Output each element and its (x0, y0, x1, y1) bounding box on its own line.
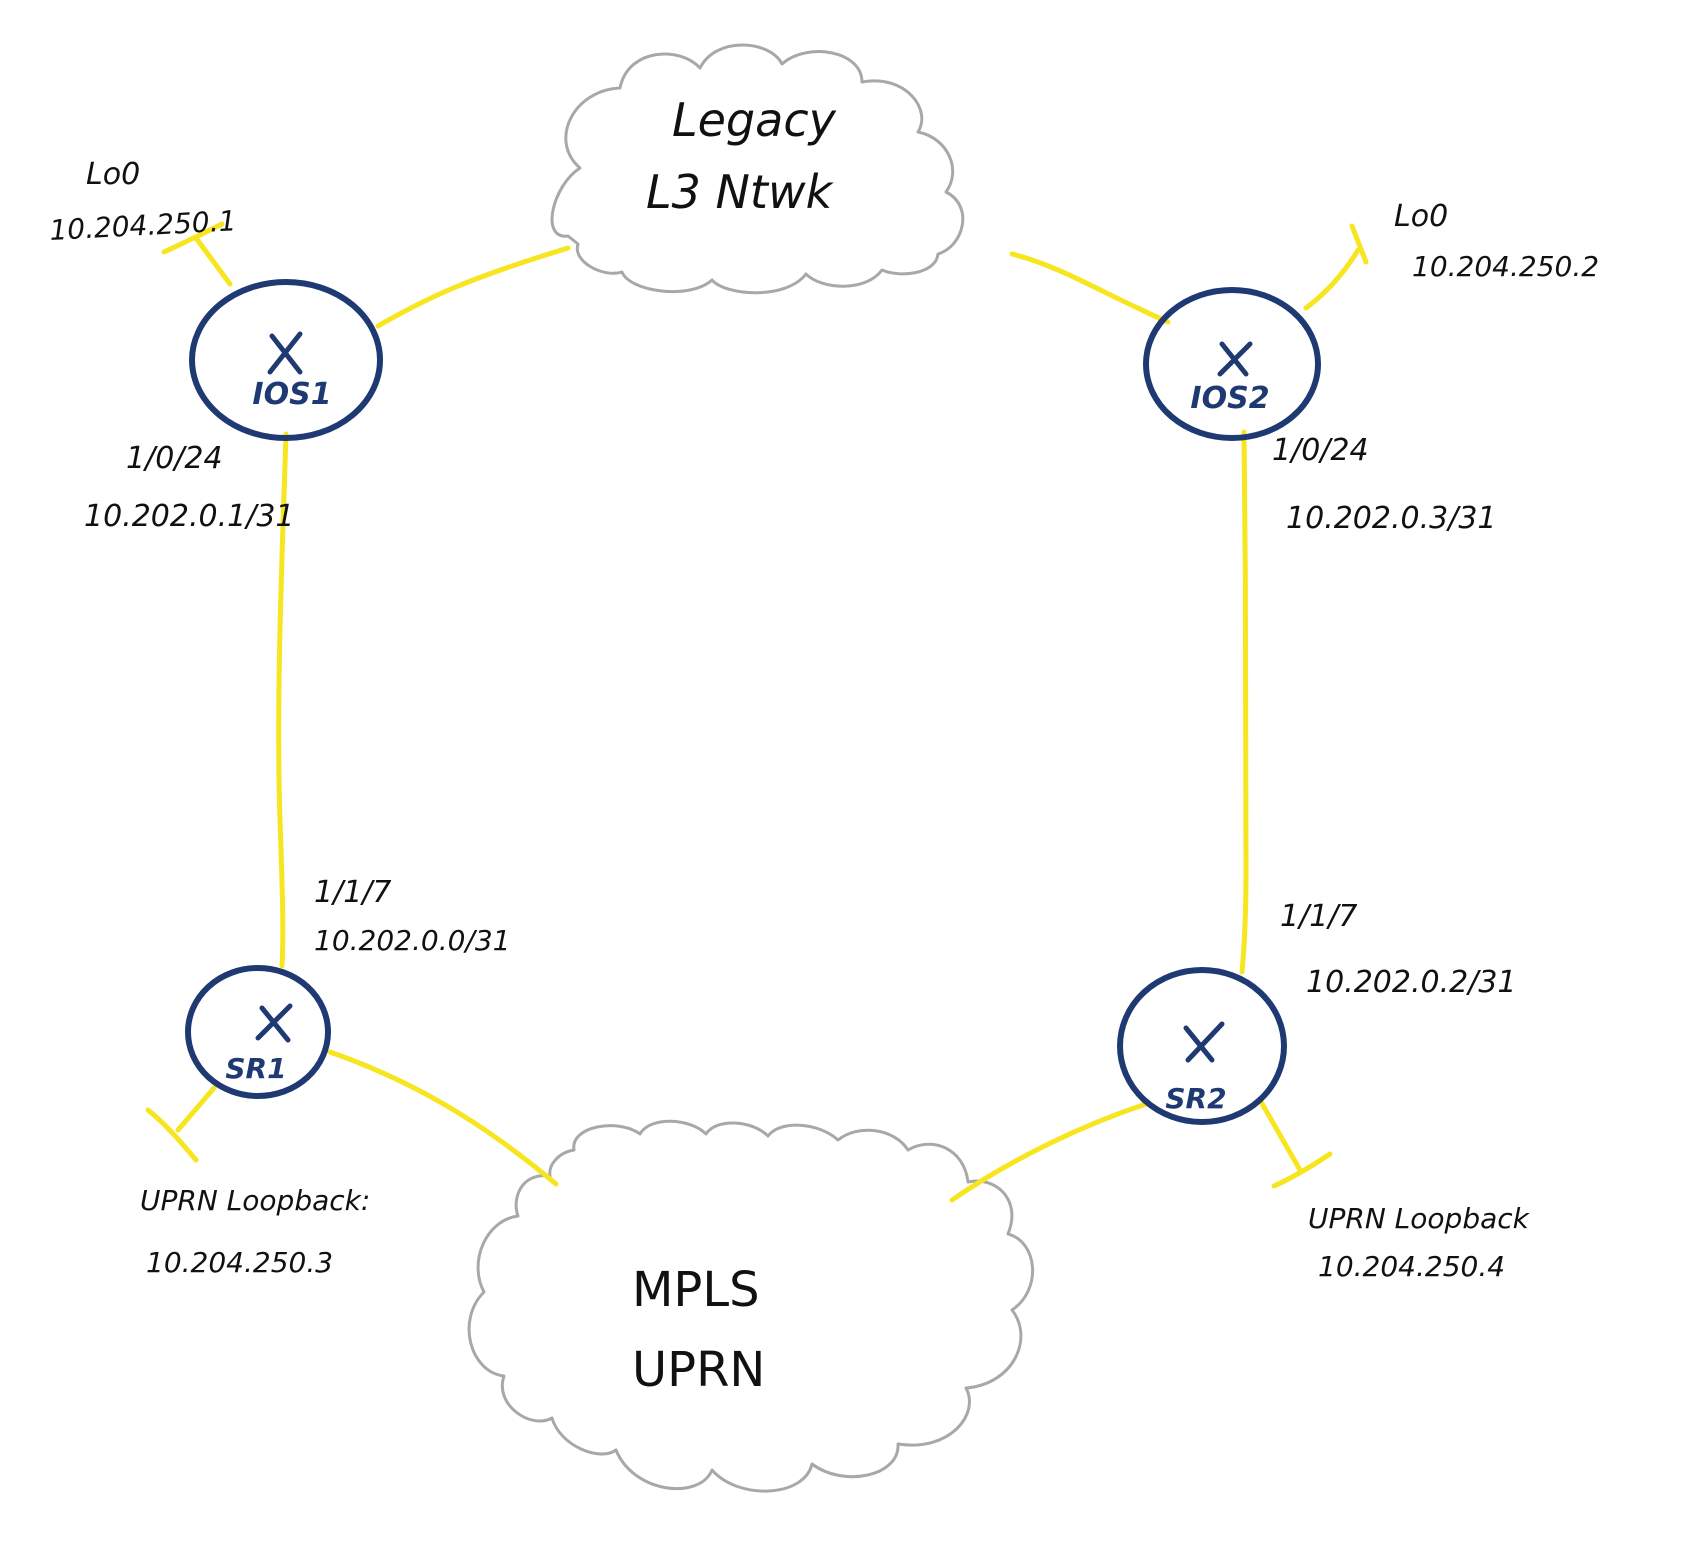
loopback-stub-sr1 (175, 1085, 217, 1133)
link-ios1-legacy (375, 245, 571, 329)
loopback-stub-ios2 (1303, 247, 1361, 311)
router-ios1[interactable]: IOS1 (189, 279, 383, 441)
interface-ios1-port: 1/0/24 (126, 441, 223, 476)
interface-ios2-ip: 10.202.0.3/31 (1286, 501, 1497, 536)
mpls-cloud (467, 1119, 1035, 1493)
router-sr1-name: SR1 (225, 1052, 286, 1085)
router-sr1[interactable]: SR1 (185, 965, 331, 1099)
loopback-bar-sr2 (1271, 1151, 1333, 1189)
loopback-bar-ios2 (1349, 223, 1369, 265)
links (145, 221, 1369, 1203)
x-mark-icon (255, 1003, 293, 1043)
loopback-stub-sr2 (1257, 1097, 1303, 1173)
router-ios1-name: IOS1 (252, 377, 331, 412)
x-mark-icon (1217, 341, 1253, 377)
loopback-sr2-ip: 10.204.250.4 (1318, 1250, 1505, 1283)
link-ios1-sr1 (276, 431, 289, 969)
x-mark-icon (267, 331, 303, 375)
loopback-ios2-label: Lo0 (1394, 199, 1448, 234)
loopback-ios2-ip: 10.204.250.2 (1412, 250, 1599, 283)
loopback-bar-ios1 (161, 221, 225, 255)
router-ios2[interactable]: IOS2 (1143, 287, 1321, 441)
loopback-sr1-ip: 10.204.250.3 (146, 1246, 333, 1279)
link-ios2-sr2 (1239, 429, 1249, 975)
legacy-cloud (550, 43, 965, 295)
interface-ios1-ip: 10.202.0.1/31 (84, 499, 295, 534)
interface-sr2-port: 1/1/7 (1280, 899, 1357, 934)
interface-sr1-ip: 10.202.0.0/31 (314, 924, 510, 957)
legacy-cloud-line1: Legacy (672, 93, 837, 147)
interface-sr2-ip: 10.202.0.2/31 (1306, 965, 1517, 1000)
router-sr2-name: SR2 (1165, 1082, 1226, 1115)
legacy-cloud-line2: L3 Ntwk (646, 165, 835, 219)
loopback-stub-ios1 (193, 235, 233, 287)
mpls-cloud-line1: MPLS (632, 1262, 760, 1318)
loopback-bar-sr1 (145, 1107, 199, 1163)
link-ios2-legacy (1009, 251, 1171, 325)
mpls-cloud-line2: UPRN (632, 1342, 765, 1398)
loopback-ios1-label: Lo0 (86, 157, 140, 192)
loopback-ios1-ip: 10.204.250.1 (49, 204, 238, 247)
router-sr2[interactable]: SR2 (1117, 967, 1287, 1125)
x-mark-icon (1183, 1021, 1225, 1063)
link-sr2-mpls (949, 1101, 1149, 1203)
loopback-sr2-label: UPRN Loopback (1308, 1202, 1531, 1235)
loopback-sr1-label: UPRN Loopback: (140, 1184, 370, 1217)
interface-ios2-port: 1/0/24 (1272, 433, 1369, 468)
router-ios2-name: IOS2 (1190, 381, 1269, 416)
interface-sr1-port: 1/1/7 (314, 875, 391, 910)
link-sr1-mpls (327, 1049, 559, 1187)
